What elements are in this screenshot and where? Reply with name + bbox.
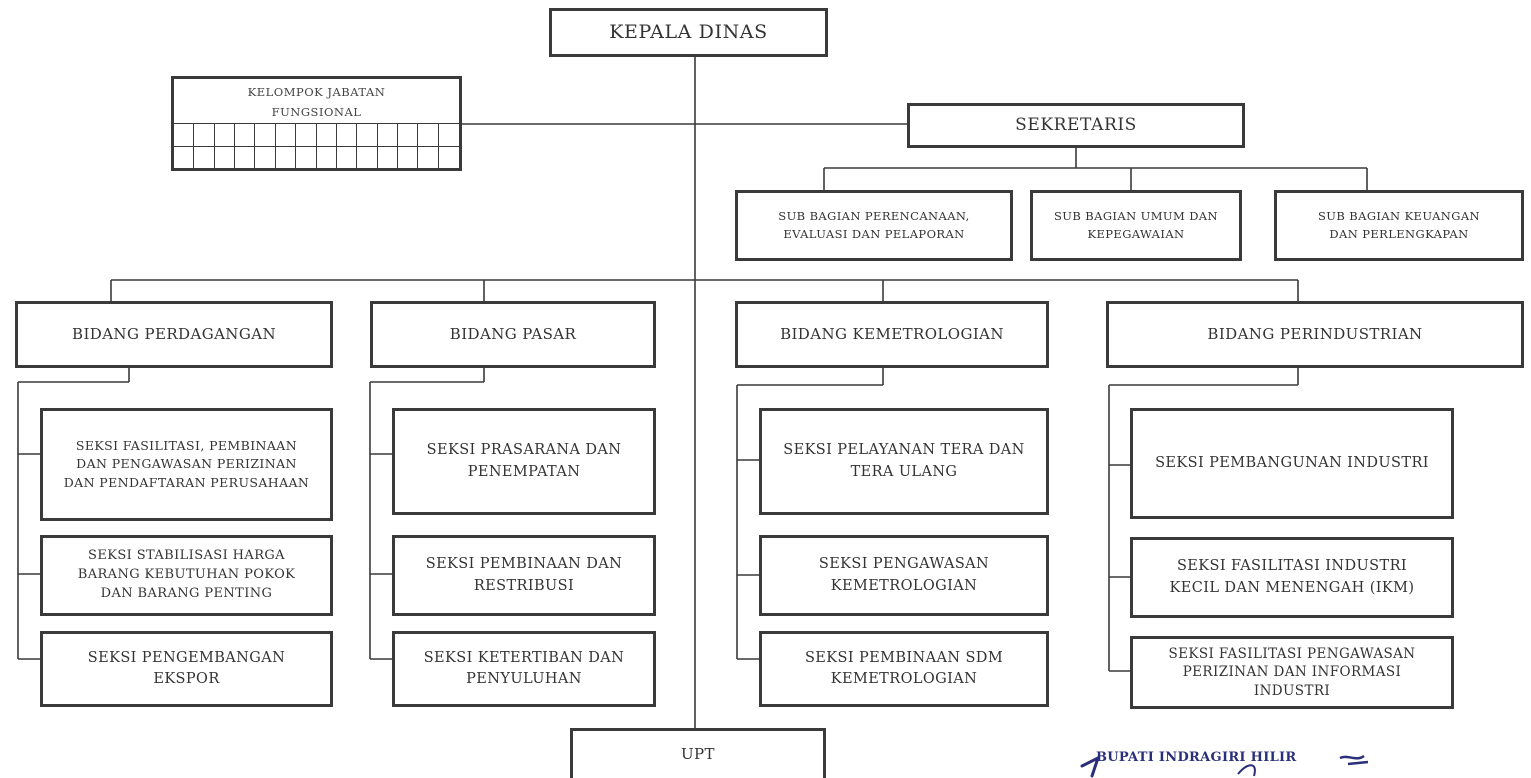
seksi-line: KECIL DAN MENENGAH (IKM) [1169, 579, 1415, 596]
seksi-box: SEKSI STABILISASI HARGA BARANG KEBUTUHAN… [40, 535, 333, 616]
seksi-line: EKSPOR [153, 671, 220, 687]
seksi-line: SEKSI PELAYANAN TERA DAN [783, 442, 1025, 459]
seksi-line: PENYULUHAN [466, 671, 582, 687]
seksi-box: SEKSI PRASARANA DAN PENEMPATAN [392, 408, 656, 515]
sub-bagian-keuangan-box: SUB BAGIAN KEUANGAN DAN PERLENGKAPAN [1274, 190, 1524, 261]
seksi-line: KEMETROLOGIAN [830, 671, 978, 687]
seksi-line: SEKSI PEMBANGUNAN INDUSTRI [1155, 454, 1429, 471]
seksi-box: SEKSI PENGEMBANGAN EKSPOR [40, 631, 333, 707]
bidang-pasar-box: BIDANG PASAR [370, 301, 656, 368]
fungsional-title-line2: FUNGSIONAL [271, 104, 362, 119]
sub-bagian-line: SUB BAGIAN PERENCANAAN, [778, 208, 970, 223]
sekretaris-box: SEKRETARIS [907, 103, 1245, 148]
sekretaris-label: SEKRETARIS [1015, 115, 1137, 136]
sub-bagian-line: DAN PERLENGKAPAN [1329, 226, 1469, 241]
seksi-line: DAN BARANG PENTING [100, 585, 273, 601]
bidang-kemetrologian-box: BIDANG KEMETROLOGIAN [735, 301, 1049, 368]
seksi-box: SEKSI KETERTIBAN DAN PENYULUHAN [392, 631, 656, 707]
seksi-line: RESTRIBUSI [473, 577, 575, 594]
sub-bagian-line: KEPEGAWAIAN [1087, 226, 1185, 241]
signature-stroke-icon [1080, 754, 1369, 778]
seksi-box: SEKSI PELAYANAN TERA DAN TERA ULANG [759, 408, 1049, 515]
sub-bagian-perencanaan-box: SUB BAGIAN PERENCANAAN, EVALUASI DAN PEL… [735, 190, 1013, 261]
seksi-box: SEKSI FASILITASI PENGAWASAN PERIZINAN DA… [1130, 636, 1454, 709]
seksi-line: BARANG KEBUTUHAN POKOK [77, 567, 296, 583]
seksi-line: SEKSI KETERTIBAN DAN [423, 649, 625, 666]
seksi-line: DAN PENGAWASAN PERIZINAN [76, 456, 297, 472]
bidang-perindustrian-box: BIDANG PERINDUSTRIAN [1106, 301, 1524, 368]
upt-box: UPT [570, 728, 826, 778]
fungsional-title-line1: KELOMPOK JABATAN [247, 85, 386, 99]
kepala-dinas-label: KEPALA DINAS [609, 20, 768, 43]
seksi-line: KEMETROLOGIAN [830, 577, 978, 594]
seksi-line: SEKSI PEMBINAAN SDM [804, 649, 1004, 666]
seksi-line: PERIZINAN DAN INFORMASI [1182, 664, 1402, 681]
seksi-line: TERA ULANG [850, 463, 958, 480]
seksi-line: SEKSI PRASARANA DAN [426, 442, 622, 459]
seksi-line: SEKSI PENGEMBANGAN [87, 649, 286, 666]
sub-bagian-line: SUB BAGIAN UMUM DAN [1054, 208, 1218, 223]
seksi-box: SEKSI PEMBANGUNAN INDUSTRI [1130, 408, 1454, 519]
seksi-box: SEKSI PEMBINAAN SDM KEMETROLOGIAN [759, 631, 1049, 707]
seksi-box: SEKSI PENGAWASAN KEMETROLOGIAN [759, 535, 1049, 616]
seksi-box: SEKSI PEMBINAAN DAN RESTRIBUSI [392, 535, 656, 616]
bidang-label: BIDANG PERINDUSTRIAN [1207, 324, 1423, 343]
seksi-line: SEKSI FASILITASI PENGAWASAN [1168, 646, 1416, 663]
seksi-line: SEKSI FASILITASI INDUSTRI [1176, 558, 1408, 575]
upt-label: UPT [681, 744, 715, 763]
sub-bagian-line: EVALUASI DAN PELAPORAN [783, 226, 965, 241]
bupati-signature: BUPATI INDRAGIRI HILIR [1078, 748, 1408, 778]
fungsional-grid [174, 123, 459, 168]
bidang-label: BIDANG KEMETROLOGIAN [780, 324, 1004, 343]
seksi-line: SEKSI PEMBINAAN DAN [425, 556, 623, 573]
seksi-line: DAN PENDAFTARAN PERUSAHAAN [63, 474, 310, 490]
sub-bagian-umum-box: SUB BAGIAN UMUM DAN KEPEGAWAIAN [1030, 190, 1242, 261]
seksi-line: INDUSTRI [1253, 682, 1331, 699]
signature-text: BUPATI INDRAGIRI HILIR [1096, 750, 1297, 765]
seksi-line: SEKSI STABILISASI HARGA [88, 548, 285, 564]
bidang-label: BIDANG PERDAGANGAN [72, 324, 276, 343]
seksi-box: SEKSI FASILITASI, PEMBINAAN DAN PENGAWAS… [40, 408, 333, 521]
seksi-line: SEKSI FASILITASI, PEMBINAAN [75, 438, 298, 454]
seksi-box: SEKSI FASILITASI INDUSTRI KECIL DAN MENE… [1130, 537, 1454, 618]
bidang-label: BIDANG PASAR [449, 324, 577, 343]
seksi-line: PENEMPATAN [467, 463, 581, 480]
sub-bagian-line: SUB BAGIAN KEUANGAN [1317, 208, 1481, 223]
kelompok-jabatan-fungsional-box: KELOMPOK JABATAN FUNGSIONAL [171, 76, 462, 171]
bidang-perdagangan-box: BIDANG PERDAGANGAN [15, 301, 333, 368]
kepala-dinas-box: KEPALA DINAS [549, 8, 828, 57]
seksi-line: SEKSI PENGAWASAN [818, 556, 990, 573]
